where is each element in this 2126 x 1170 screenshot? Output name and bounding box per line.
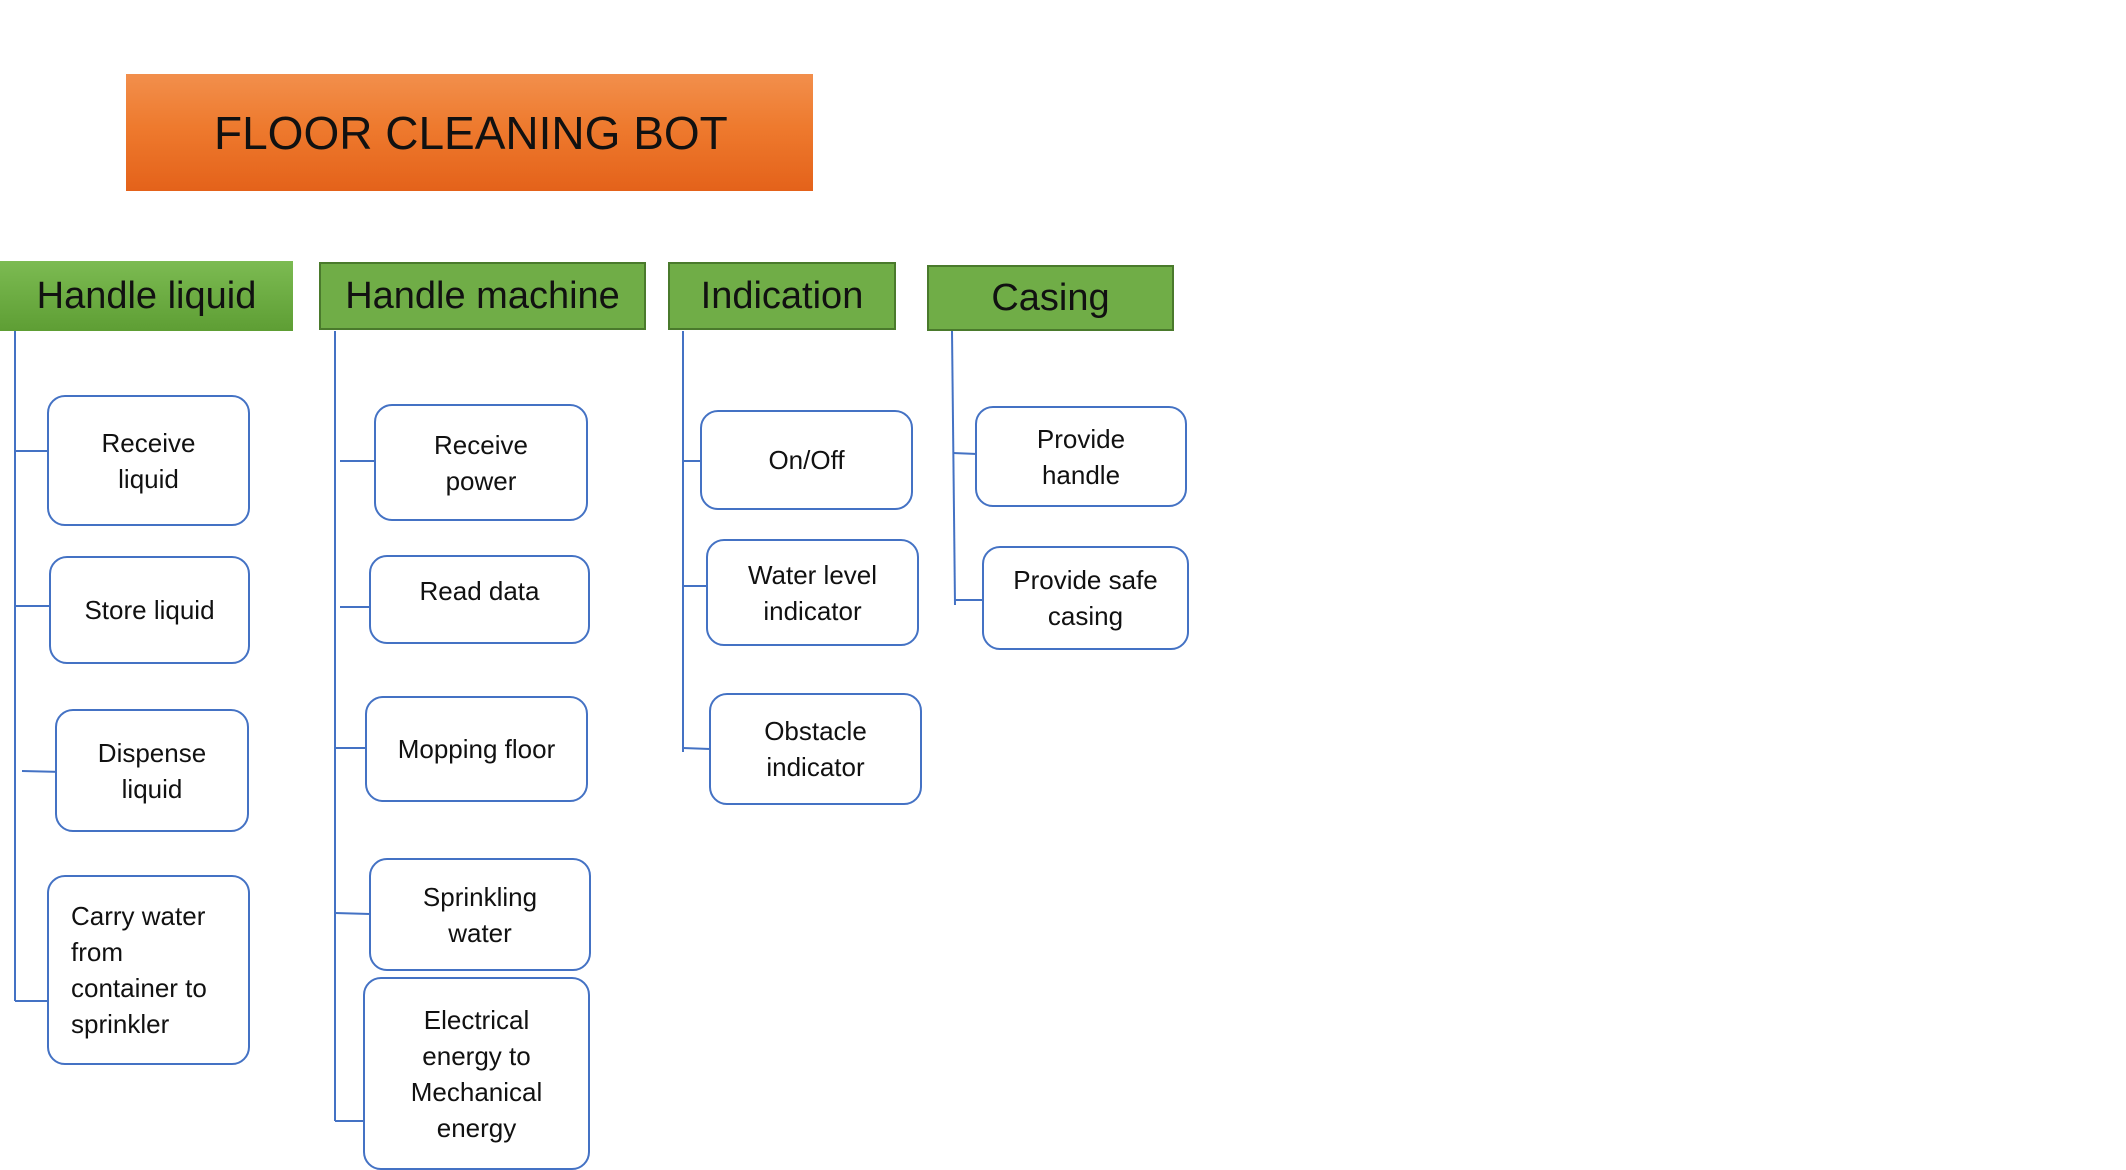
node-store-liquid: Store liquid	[49, 556, 250, 664]
node-mopping-floor: Mopping floor	[365, 696, 588, 802]
connector-branch	[952, 452, 978, 455]
node-provide-handle: Provide handle	[975, 406, 1187, 507]
node-dispense-liquid: Dispense liquid	[55, 709, 249, 832]
node-sprinkling-water: Sprinkling water	[369, 858, 591, 971]
node-read-data: Read data	[369, 555, 590, 644]
category-handle-liquid: Handle liquid	[0, 261, 293, 331]
node-electrical-energy: Electrical energy to Mechanical energy	[363, 977, 590, 1170]
node-receive-power: Receive power	[374, 404, 588, 521]
node-obstacle-indicator: Obstacle indicator	[709, 693, 922, 805]
diagram-title: FLOOR CLEANING BOT	[126, 74, 813, 191]
connector-branch	[334, 912, 371, 915]
node-receive-liquid: Receive liquid	[47, 395, 250, 526]
category-handle-machine: Handle machine	[319, 262, 646, 330]
connector-branch	[682, 747, 711, 750]
connector-trunk-casing	[951, 330, 956, 606]
node-on-off: On/Off	[700, 410, 913, 510]
node-provide-safe-casing: Provide safe casing	[982, 546, 1189, 650]
category-casing: Casing	[927, 265, 1174, 331]
node-carry-water: Carry water from container to sprinkler	[47, 875, 250, 1065]
category-indication: Indication	[668, 262, 896, 330]
node-water-level-indicator: Water level indicator	[706, 539, 919, 646]
